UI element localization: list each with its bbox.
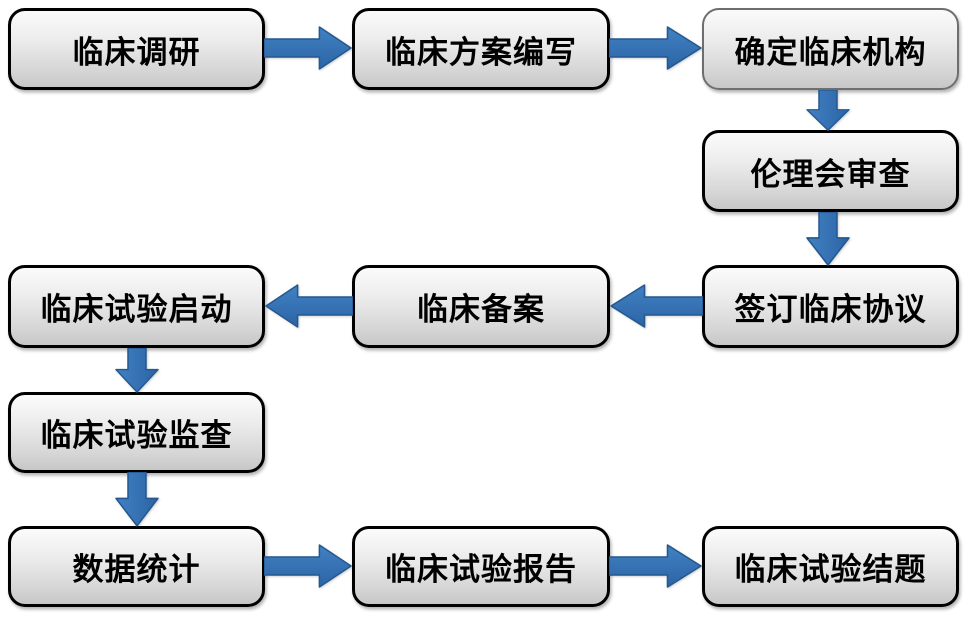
node-label: 临床试验监查 [40,418,233,453]
node-label: 签订临床协议 [734,292,927,327]
node-label: 临床备案 [417,292,545,327]
node-label: 临床试验报告 [385,552,577,587]
flow-node-ethics-review: 伦理会审查 [702,130,959,212]
flow-node-sign-agreement: 签订临床协议 [702,265,959,348]
node-label: 临床试验结题 [734,552,927,587]
flow-node-trial-report: 临床试验报告 [352,526,610,607]
flow-node-data-statistics: 数据统计 [8,526,265,607]
flow-node-clinical-filing: 临床备案 [352,265,610,348]
arrow-down-icon [115,472,159,527]
flow-node-trial-launch: 临床试验启动 [8,265,265,348]
flow-node-trial-monitoring: 临床试验监查 [8,392,265,473]
node-label: 伦理会审查 [750,156,911,192]
flow-node-confirm-institution: 确定临床机构 [702,8,959,90]
node-label: 临床调研 [72,34,201,70]
arrow-right-icon [609,544,702,588]
node-label: 临床方案编写 [385,34,577,70]
node-label: 确定临床机构 [734,34,927,70]
node-label: 数据统计 [72,552,201,587]
flow-node-trial-conclusion: 临床试验结题 [702,526,959,607]
arrow-left-icon [610,284,703,328]
arrow-right-icon [264,544,352,588]
arrow-right-icon [609,26,702,70]
flow-node-clinical-research: 临床调研 [8,8,265,90]
node-label: 临床试验启动 [40,292,233,327]
flow-node-protocol-writing: 临床方案编写 [352,8,610,90]
arrow-down-icon [806,212,850,266]
arrow-right-icon [264,26,352,70]
arrow-left-icon [265,284,353,328]
arrow-down-icon [115,348,159,393]
arrow-down-icon [806,90,850,131]
